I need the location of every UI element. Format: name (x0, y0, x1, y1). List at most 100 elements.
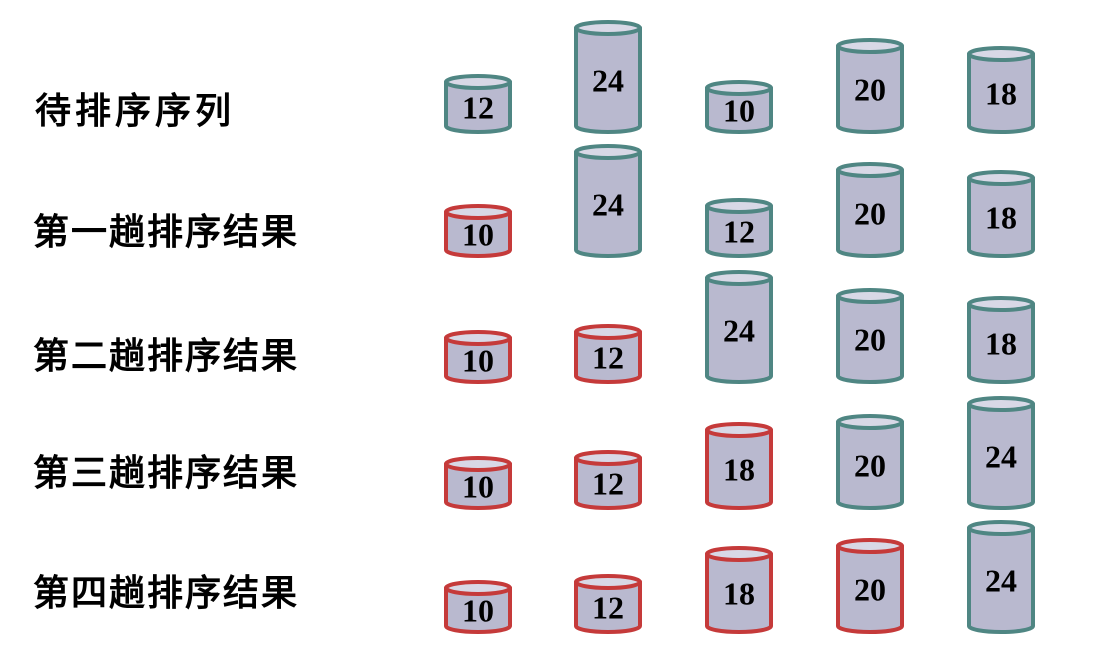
cylinder-top (705, 546, 773, 562)
cylinder-body (705, 276, 773, 384)
cylinder-value-label: 18 (985, 200, 1017, 236)
cylinder-grid: 12 24 10 20 18 10 24 12 20 18 10 12 24 20 18 10 12 18 20 24… (444, 20, 1035, 634)
cylinder-sorted-r4-c0: 10 (444, 580, 512, 634)
cylinder-sorted-r4-c1: 12 (574, 574, 642, 634)
cylinder-unsorted-r0-c1: 24 (574, 20, 642, 134)
cylinder-value-label: 18 (723, 452, 755, 488)
cylinder-body (574, 330, 642, 384)
cylinder-value-label: 12 (592, 590, 624, 626)
cylinder-body (444, 462, 512, 510)
cylinder-body (574, 456, 642, 510)
cylinder-body (836, 168, 904, 258)
cylinder-body (444, 210, 512, 258)
cylinder-top (705, 422, 773, 438)
cylinder-top (444, 330, 512, 346)
cylinder-unsorted-r0-c3: 20 (836, 38, 904, 134)
cylinder-body (574, 580, 642, 634)
cylinder-value-label: 10 (462, 217, 494, 253)
row-label-pass-2: 第二趟排序结果 (33, 335, 299, 377)
cylinder-unsorted-r2-c3: 20 (836, 288, 904, 384)
row-label-pass-3: 第三趟排序结果 (33, 452, 299, 494)
cylinder-unsorted-r1-c3: 20 (836, 162, 904, 258)
cylinder-value-label: 10 (462, 469, 494, 505)
cylinder-body (705, 204, 773, 258)
cylinder-value-label: 24 (723, 313, 755, 349)
cylinder-unsorted-r1-c4: 18 (967, 170, 1035, 258)
cylinder-top (836, 38, 904, 54)
cylinder-body (967, 176, 1035, 258)
cylinder-value-label: 24 (985, 563, 1017, 599)
cylinder-unsorted-r0-c4: 18 (967, 46, 1035, 134)
cylinder-body (705, 552, 773, 634)
cylinder-top (836, 414, 904, 430)
cylinder-unsorted-r1-c2: 12 (705, 198, 773, 258)
cylinder-value-label: 10 (462, 593, 494, 629)
cylinder-value-label: 10 (723, 93, 755, 129)
cylinder-value-label: 18 (985, 326, 1017, 362)
cylinder-body (836, 544, 904, 634)
cylinder-body (836, 420, 904, 510)
cylinder-unsorted-r0-c0: 12 (444, 74, 512, 134)
cylinder-value-label: 20 (854, 196, 886, 232)
cylinder-top (444, 580, 512, 596)
cylinder-body (705, 86, 773, 134)
cylinder-unsorted-r2-c4: 18 (967, 296, 1035, 384)
cylinder-body (967, 52, 1035, 134)
cylinder-sorted-r3-c1: 12 (574, 450, 642, 510)
cylinder-top (705, 270, 773, 286)
cylinder-top (967, 396, 1035, 412)
row-labels: 待排序序列 第一趟排序结果 第二趟排序结果 第三趟排序结果 第四趟排序结果 (33, 90, 299, 614)
cylinder-body (574, 150, 642, 258)
row-label-pass-1: 第一趟排序结果 (33, 211, 299, 253)
cylinder-top (705, 198, 773, 214)
cylinder-value-label: 24 (592, 63, 624, 99)
cylinder-value-label: 18 (723, 576, 755, 612)
cylinder-value-label: 12 (592, 340, 624, 376)
cylinder-value-label: 12 (592, 466, 624, 502)
cylinder-top (967, 46, 1035, 62)
cylinder-sorted-r4-c2: 18 (705, 546, 773, 634)
cylinder-sorted-r3-c0: 10 (444, 456, 512, 510)
cylinder-body (705, 428, 773, 510)
cylinder-unsorted-r0-c2: 10 (705, 80, 773, 134)
cylinder-body (836, 294, 904, 384)
cylinder-sorted-r2-c1: 12 (574, 324, 642, 384)
row-label-pass-4: 第四趟排序结果 (33, 572, 299, 614)
cylinder-sorted-r3-c2: 18 (705, 422, 773, 510)
cylinder-body (967, 302, 1035, 384)
cylinder-body (444, 586, 512, 634)
cylinder-value-label: 18 (985, 76, 1017, 112)
cylinder-top (574, 574, 642, 590)
cylinder-sorted-r4-c3: 20 (836, 538, 904, 634)
cylinder-unsorted-r3-c3: 20 (836, 414, 904, 510)
cylinder-value-label: 24 (592, 187, 624, 223)
cylinder-top (705, 80, 773, 96)
cylinder-value-label: 24 (985, 439, 1017, 475)
cylinder-top (444, 204, 512, 220)
cylinder-top (574, 324, 642, 340)
cylinder-body (574, 26, 642, 134)
cylinder-top (444, 74, 512, 90)
cylinder-top (836, 288, 904, 304)
cylinder-top (836, 538, 904, 554)
cylinder-top (574, 450, 642, 466)
cylinder-sorted-r1-c0: 10 (444, 204, 512, 258)
cylinder-top (444, 456, 512, 472)
cylinder-unsorted-r3-c4: 24 (967, 396, 1035, 510)
row-label-initial: 待排序序列 (35, 90, 235, 132)
cylinder-top (836, 162, 904, 178)
cylinder-top (574, 20, 642, 36)
cylinder-value-label: 12 (462, 90, 494, 126)
cylinder-body (444, 80, 512, 134)
cylinder-top (967, 170, 1035, 186)
cylinder-body (444, 336, 512, 384)
cylinder-value-label: 20 (854, 322, 886, 358)
cylinder-body (967, 526, 1035, 634)
cylinder-unsorted-r2-c2: 24 (705, 270, 773, 384)
cylinder-body (836, 44, 904, 134)
cylinder-body (967, 402, 1035, 510)
cylinder-unsorted-r1-c1: 24 (574, 144, 642, 258)
cylinder-sorted-r2-c0: 10 (444, 330, 512, 384)
